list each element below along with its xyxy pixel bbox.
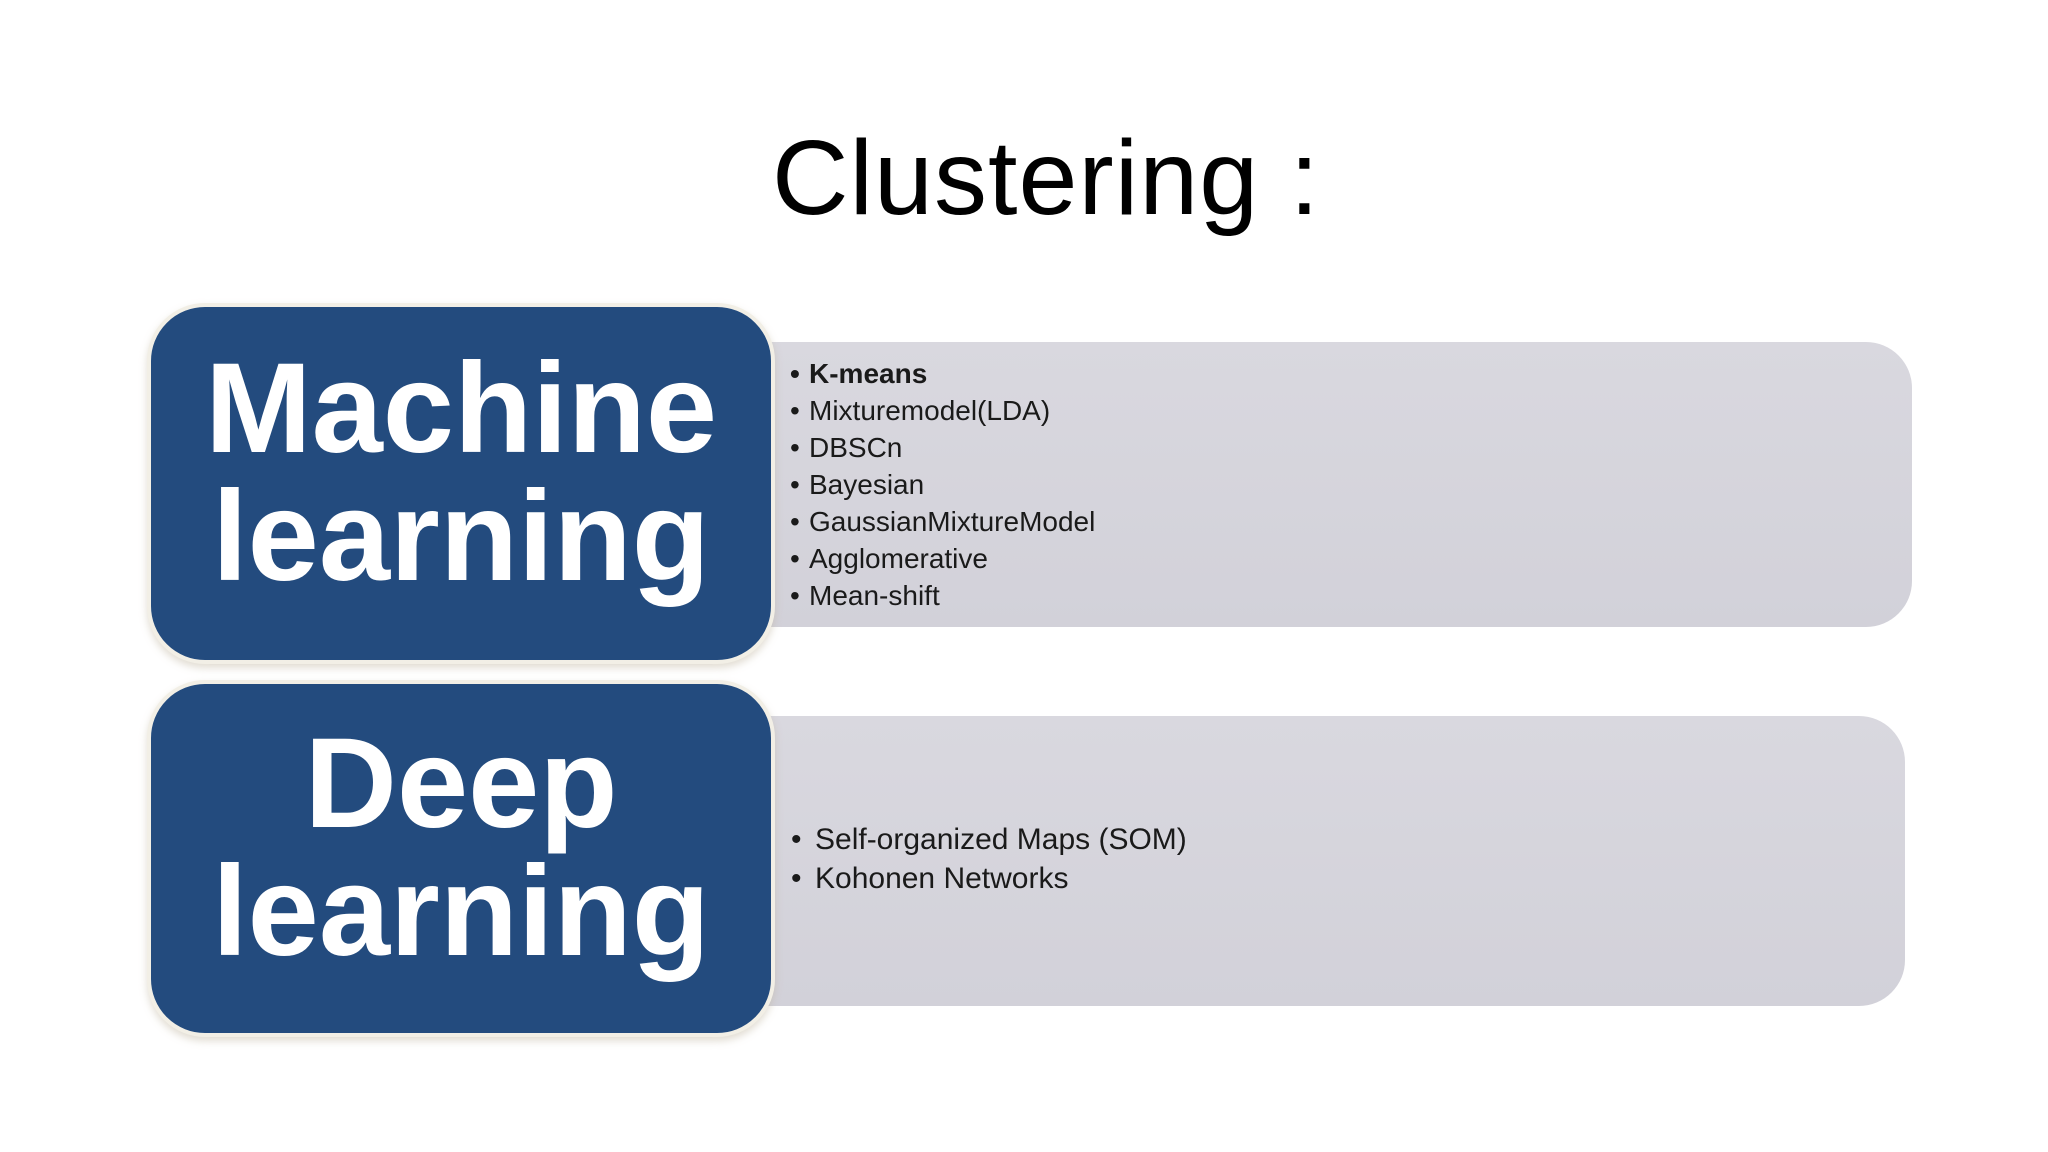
list-item-text: Bayesian [809,469,925,500]
machine-learning-panel [720,342,1912,627]
list-item-text: Mean-shift [809,580,940,611]
bullet-glyph: • [790,432,800,463]
bullet-glyph: • [790,395,800,426]
deep-learning-label-line2: learning [212,839,710,983]
bullet-glyph: • [791,862,802,895]
list-item-text: DBSCn [809,432,903,463]
list-item: • DBSCn [790,429,1095,466]
list-item: • GaussianMixtureModel [790,503,1095,540]
machine-learning-label-line1: Machine [204,336,718,480]
list-item: • K-means [790,355,1095,392]
bullet-glyph: • [790,580,800,611]
bullet-glyph: • [790,543,800,574]
list-item: • Agglomerative [790,540,1095,577]
list-item-text: K-means [809,358,928,389]
machine-learning-list: • K-means • Mixturemodel(LDA) • DBSCn • … [790,355,1095,614]
bullet-glyph: • [790,506,800,537]
list-item: • Bayesian [790,466,1095,503]
list-item-text: Agglomerative [809,543,988,574]
machine-learning-label-line2: learning [212,464,710,608]
list-item: • Self-organized Maps (SOM) [791,820,1187,859]
bullet-glyph: • [791,823,802,856]
list-item-text: Self-organized Maps (SOM) [815,823,1187,856]
list-item-text: GaussianMixtureModel [809,506,1096,537]
list-item-text: Kohonen Networks [815,862,1069,895]
deep-learning-panel [720,716,1905,1006]
list-item: • Mean-shift [790,577,1095,614]
bullet-glyph: • [790,469,800,500]
list-item: • Kohonen Networks [791,859,1187,898]
page-title: Clustering : [771,119,1321,237]
list-item-text: Mixturemodel(LDA) [809,395,1051,426]
list-item: • Mixturemodel(LDA) [790,392,1095,429]
deep-learning-label-line1: Deep [304,711,618,855]
bullet-glyph: • [790,358,800,389]
deep-learning-list: • Self-organized Maps (SOM) • Kohonen Ne… [791,820,1187,898]
